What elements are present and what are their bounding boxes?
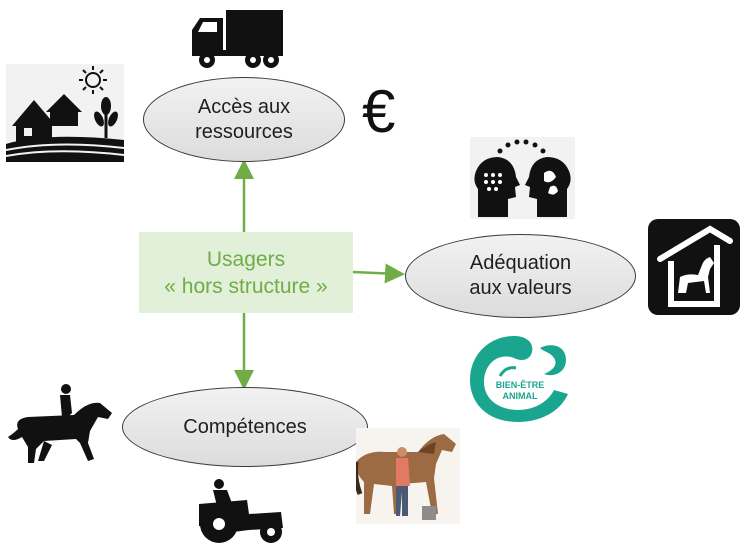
horse-rider-icon [8, 384, 112, 463]
horse-stable-icon [648, 219, 740, 315]
arrow-to-valeurs [352, 263, 405, 284]
bien-etre-animal-badge-icon: BIEN-ÊTRE ANIMAL [470, 336, 568, 422]
truck-icon [192, 10, 283, 68]
node-adequation-valeurs: Adéquation aux valeurs [405, 234, 636, 318]
center-line-1: Usagers [206, 247, 286, 271]
tractor-icon [199, 479, 283, 543]
exchange-heads-icon [470, 137, 575, 219]
badge-line-2: ANIMAL [503, 391, 538, 401]
grooming-horse-icon [356, 428, 460, 524]
badge-line-1: BIEN-ÊTRE [496, 379, 545, 390]
node-ressources-line-1: Accès aux [197, 95, 291, 118]
node-competences: Compétences [122, 387, 368, 467]
node-competences-label: Compétences [183, 415, 307, 438]
center-line-2: « hors structure » [164, 274, 328, 298]
node-valeurs-line-1: Adéquation [469, 252, 572, 274]
node-valeurs-line-2: aux valeurs [469, 277, 572, 299]
euro-icon: € [362, 78, 396, 145]
node-ressources-line-2: ressources [195, 120, 293, 143]
farm-landscape-icon [6, 64, 124, 162]
node-acces-ressources: Accès aux ressources [143, 77, 345, 162]
center-node: Usagers « hors structure » [139, 232, 353, 313]
